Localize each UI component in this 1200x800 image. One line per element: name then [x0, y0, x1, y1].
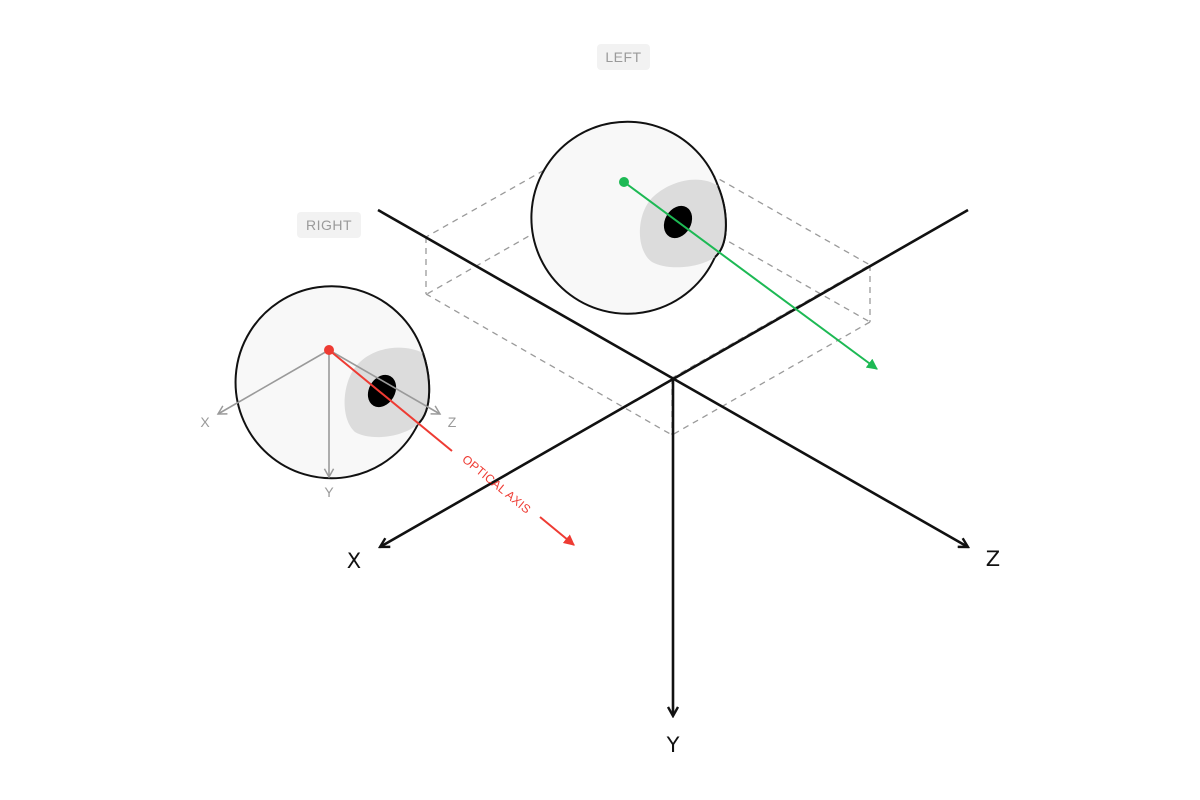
world-x-label: X: [347, 549, 361, 573]
left-eye-tag-bg: [597, 44, 650, 70]
right-eye: RIGHT X Z Y OPTICAL AXIS: [200, 212, 575, 546]
left-eye-tag: LEFT: [605, 49, 641, 65]
right-eyeball-outline-front: [417, 352, 431, 425]
right-eye-center: [324, 345, 334, 355]
local-z-label: Z: [448, 414, 457, 430]
right-eye-tag: RIGHT: [306, 217, 352, 233]
left-eye: LEFT: [530, 44, 878, 370]
right-eye-local-axes: [216, 349, 442, 479]
local-y-label: Y: [324, 484, 334, 500]
right-gaze-vector-start: [328, 349, 453, 452]
optical-axis-label: OPTICAL AXIS: [459, 452, 533, 516]
world-y-label: Y: [666, 733, 680, 757]
left-gaze-vector: [623, 181, 878, 370]
right-eye-tag-bg: [297, 212, 361, 238]
right-gaze-vector-end: [539, 516, 575, 546]
local-x-label: X: [200, 414, 210, 430]
world-z-label: Z: [986, 547, 1000, 571]
left-eye-center: [619, 177, 629, 187]
world-axes: [377, 208, 968, 716]
local-z-axis: [328, 349, 442, 415]
local-x-axis: [216, 349, 330, 415]
